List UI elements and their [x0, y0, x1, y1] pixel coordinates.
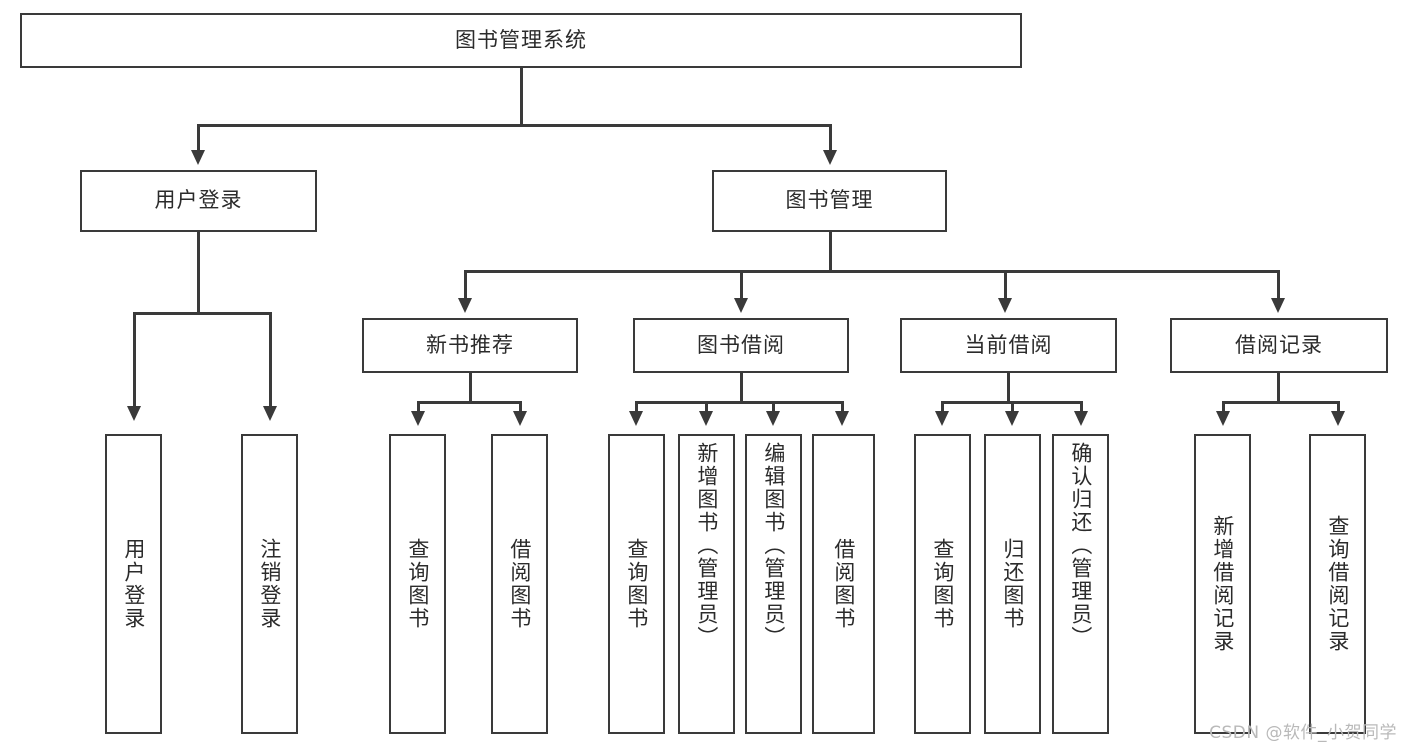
node-label: 查询借阅记录	[1325, 515, 1350, 653]
connector-current-stem	[1007, 373, 1010, 403]
connector-borrow-stem	[740, 373, 743, 403]
arrowhead-book-borrow	[734, 298, 748, 313]
connector-recommend-leaf2	[519, 401, 522, 415]
connector-to-new-book-recommend	[464, 270, 467, 302]
connector-user-login-leaf2	[269, 312, 272, 410]
csdn-watermark: CSDN @软件_小贺同学	[1209, 723, 1397, 743]
arrowhead-current-leaf3	[1074, 411, 1088, 426]
connector-to-current-borrow	[1004, 270, 1007, 302]
arrowhead-current-borrow	[998, 298, 1012, 313]
node-label: 图书管理系统	[455, 27, 587, 52]
leaf-recommend-borrow-book[interactable]: 借阅图书	[491, 434, 548, 734]
node-root-system[interactable]: 图书管理系统	[20, 13, 1022, 68]
leaf-user-login[interactable]: 用户登录	[105, 434, 162, 734]
leaf-borrow-borrow-book[interactable]: 借阅图书	[812, 434, 875, 734]
arrowhead-recommend-leaf2	[513, 411, 527, 426]
node-label: 新书推荐	[426, 332, 514, 357]
node-book-manage[interactable]: 图书管理	[712, 170, 947, 232]
connector-recommend-stem	[469, 373, 472, 403]
arrowhead-record-leaf2	[1331, 411, 1345, 426]
node-label: 查询图书	[624, 538, 649, 630]
connector-borrow-leaf2	[705, 401, 708, 415]
connector-user-login-bus	[133, 312, 271, 315]
node-borrow-record[interactable]: 借阅记录	[1170, 318, 1388, 373]
connector-borrow-leaf3	[772, 401, 775, 415]
node-label: 查询图书	[405, 538, 430, 630]
connector-root-stem	[520, 68, 523, 126]
connector-root-to-user-login	[197, 124, 200, 154]
connector-current-leaf1	[941, 401, 944, 415]
connector-current-leaf2	[1011, 401, 1014, 415]
arrowhead-new-book-recommend	[458, 298, 472, 313]
connector-book-manage-stem	[829, 232, 832, 272]
leaf-recommend-query-book[interactable]: 查询图书	[389, 434, 446, 734]
leaf-borrow-edit-book[interactable]: 编辑图书（管理员）	[745, 434, 802, 734]
leaf-borrow-query-book[interactable]: 查询图书	[608, 434, 665, 734]
connector-record-leaf2	[1337, 401, 1340, 415]
node-label: 注销登录	[257, 538, 282, 630]
node-label: 归还图书	[1000, 538, 1025, 630]
connector-borrow-leaf1	[635, 401, 638, 415]
arrowhead-book-manage	[823, 150, 837, 165]
node-current-borrow[interactable]: 当前借阅	[900, 318, 1117, 373]
connector-record-bus	[1222, 401, 1340, 404]
node-label: 确认归还（管理员）	[1068, 442, 1093, 649]
arrowhead-user-login-leaf1	[127, 406, 141, 421]
node-label: 编辑图书（管理员）	[761, 442, 786, 649]
arrowhead-borrow-leaf2	[699, 411, 713, 426]
leaf-borrow-add-book[interactable]: 新增图书（管理员）	[678, 434, 735, 734]
node-label: 借阅记录	[1235, 332, 1323, 357]
leaf-current-return-book[interactable]: 归还图书	[984, 434, 1041, 734]
connector-user-login-leaf1	[133, 312, 136, 410]
connector-record-stem	[1277, 373, 1280, 403]
node-label: 用户登录	[121, 538, 146, 630]
node-label: 图书借阅	[697, 332, 785, 357]
connector-record-leaf1	[1222, 401, 1225, 415]
node-label: 新增借阅记录	[1210, 515, 1235, 653]
arrowhead-user-login	[191, 150, 205, 165]
node-label: 图书管理	[785, 188, 874, 213]
connector-user-login-stem	[197, 232, 200, 314]
arrowhead-record-leaf1	[1216, 411, 1230, 426]
node-label: 借阅图书	[507, 538, 532, 630]
arrowhead-recommend-leaf1	[411, 411, 425, 426]
connector-to-borrow-record	[1277, 270, 1280, 302]
arrowhead-current-leaf1	[935, 411, 949, 426]
node-label: 借阅图书	[831, 538, 856, 630]
leaf-logout[interactable]: 注销登录	[241, 434, 298, 734]
connector-root-to-book-manage	[829, 124, 832, 154]
arrowhead-borrow-leaf3	[766, 411, 780, 426]
connector-borrow-bus	[635, 401, 844, 404]
leaf-record-add[interactable]: 新增借阅记录	[1194, 434, 1251, 734]
connector-root-bus	[198, 124, 832, 127]
node-label: 用户登录	[154, 188, 243, 213]
leaf-record-query[interactable]: 查询借阅记录	[1309, 434, 1366, 734]
node-label: 查询图书	[930, 538, 955, 630]
leaf-current-confirm-return[interactable]: 确认归还（管理员）	[1052, 434, 1109, 734]
connector-current-leaf3	[1080, 401, 1083, 415]
connector-recommend-leaf1	[417, 401, 420, 415]
connector-borrow-leaf4	[841, 401, 844, 415]
arrowhead-borrow-leaf4	[835, 411, 849, 426]
arrowhead-user-login-leaf2	[263, 406, 277, 421]
connector-to-book-borrow	[740, 270, 743, 302]
node-label: 当前借阅	[964, 332, 1053, 357]
connector-recommend-bus	[417, 401, 522, 404]
arrowhead-current-leaf2	[1005, 411, 1019, 426]
leaf-current-query-book[interactable]: 查询图书	[914, 434, 971, 734]
node-user-login[interactable]: 用户登录	[80, 170, 317, 232]
node-label: 新增图书（管理员）	[694, 442, 719, 649]
arrowhead-borrow-record	[1271, 298, 1285, 313]
node-new-book-recommend[interactable]: 新书推荐	[362, 318, 578, 373]
arrowhead-borrow-leaf1	[629, 411, 643, 426]
node-book-borrow[interactable]: 图书借阅	[633, 318, 849, 373]
connector-book-manage-bus	[464, 270, 1278, 273]
